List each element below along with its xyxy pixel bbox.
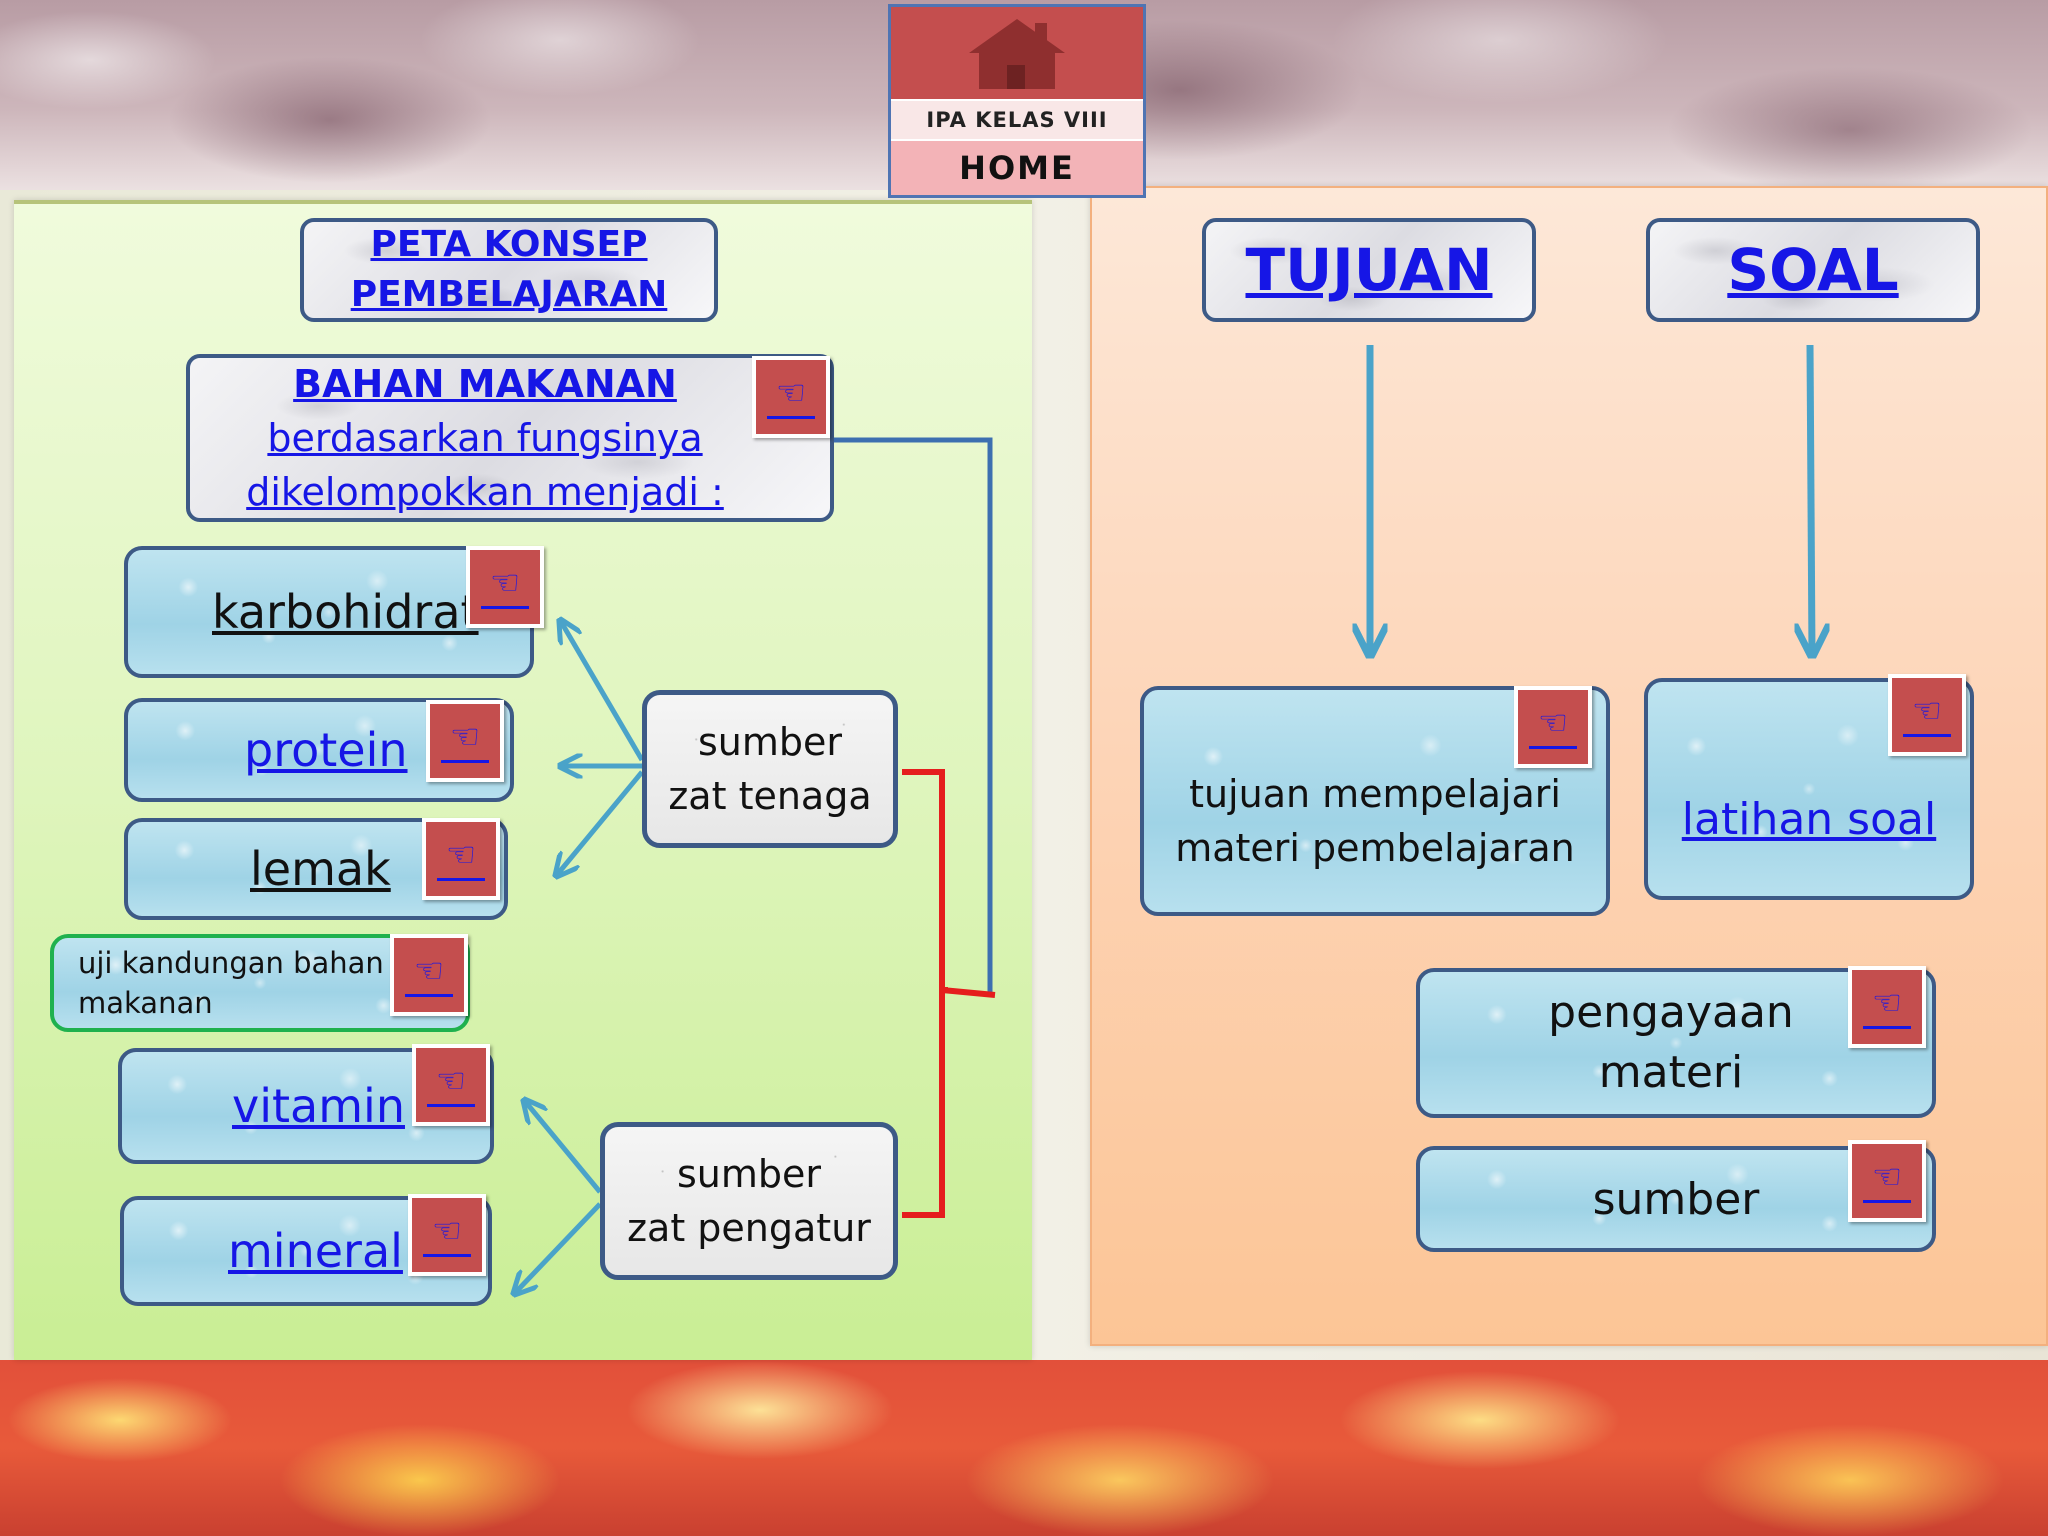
protein-box[interactable]: protein: [124, 698, 514, 802]
pengatur-line1: sumber: [676, 1152, 822, 1196]
arrow-to-karbohidrat: [560, 620, 645, 762]
soal-button[interactable]: SOAL: [1646, 218, 1980, 322]
peta-konsep-line2: PEMBELAJARAN: [350, 274, 668, 315]
bahan-hand-button[interactable]: ☜: [752, 356, 830, 438]
home-subtitle: IPA KELAS VIII: [891, 99, 1143, 141]
pointing-hand-icon: ☜: [413, 950, 445, 991]
pengatur-line2: zat pengatur: [627, 1206, 871, 1250]
arrow-to-mineral: [514, 1202, 602, 1294]
tenaga-line1: sumber: [697, 720, 843, 764]
sumber-label: sumber: [1592, 1173, 1760, 1225]
home-label: HOME: [891, 141, 1143, 195]
home-button[interactable]: IPA KELAS VIII HOME: [888, 4, 1146, 198]
tujuan-box-line2: materi pembelajaran: [1175, 826, 1575, 870]
pengayaan-hand-button[interactable]: ☜: [1848, 966, 1926, 1048]
arrow-to-lemak: [556, 770, 644, 876]
tujuan-mempelajari-box[interactable]: tujuan mempelajari materi pembelajaran: [1140, 686, 1610, 916]
sumber-hand-button[interactable]: ☜: [1848, 1140, 1926, 1222]
latihan-label: latihan soal: [1681, 793, 1937, 845]
pointing-hand-icon: ☜: [1911, 690, 1943, 731]
peta-konsep-button[interactable]: PETA KONSEP PEMBELAJARAN: [300, 218, 718, 322]
vitamin-label: vitamin: [232, 1079, 405, 1133]
sumber-zat-tenaga-box: sumber zat tenaga: [642, 690, 898, 848]
latihan-soal-box[interactable]: latihan soal: [1644, 678, 1974, 900]
pointing-hand-icon: ☜: [1871, 982, 1903, 1023]
pointing-hand-icon: ☜: [449, 716, 481, 757]
sumber-zat-pengatur-box: sumber zat pengatur: [600, 1122, 898, 1280]
bahan-makanan-box[interactable]: BAHAN MAKANAN berdasarkan fungsinya dike…: [186, 354, 834, 522]
red-bracket: [902, 769, 996, 1218]
pengayaan-line1: pengayaan: [1548, 987, 1794, 1038]
karbohidrat-label: karbohidrat: [212, 585, 479, 639]
sumber-box[interactable]: sumber: [1416, 1146, 1936, 1252]
uji-hand-button[interactable]: ☜: [390, 934, 468, 1016]
pointing-hand-icon: ☜: [431, 1210, 463, 1251]
tujuan-hand-button[interactable]: ☜: [1514, 686, 1592, 768]
latihan-hand-button[interactable]: ☜: [1888, 674, 1966, 756]
bottom-flower-background: [0, 1360, 2048, 1536]
pointing-hand-icon: ☜: [1871, 1156, 1903, 1197]
uji-line2: makanan: [78, 986, 213, 1020]
protein-label: protein: [244, 723, 408, 777]
pointing-hand-icon: ☜: [489, 562, 521, 603]
bahan-connector-line: [834, 437, 993, 995]
mineral-label: mineral: [228, 1224, 403, 1278]
pengayaan-materi-box[interactable]: pengayaan materi: [1416, 968, 1936, 1118]
pointing-hand-icon: ☜: [775, 372, 807, 413]
lemak-hand-button[interactable]: ☜: [422, 818, 500, 900]
bahan-line3: dikelompokkan menjadi :: [246, 470, 724, 514]
protein-hand-button[interactable]: ☜: [426, 700, 504, 782]
vitamin-hand-button[interactable]: ☜: [412, 1044, 490, 1126]
home-icon-area: [891, 7, 1143, 99]
tujuan-label: TUJUAN: [1245, 236, 1493, 304]
arrow-soal-down: [1810, 344, 1812, 655]
soal-label: SOAL: [1727, 236, 1899, 304]
bahan-line2: berdasarkan fungsinya: [267, 416, 703, 460]
mineral-hand-button[interactable]: ☜: [408, 1194, 486, 1276]
tujuan-box-line1: tujuan mempelajari: [1189, 772, 1561, 816]
tujuan-button[interactable]: TUJUAN: [1202, 218, 1536, 322]
karbohidrat-hand-button[interactable]: ☜: [466, 546, 544, 628]
arrow-to-vitamin: [524, 1100, 602, 1194]
pointing-hand-icon: ☜: [1537, 702, 1569, 743]
tenaga-line2: zat tenaga: [668, 774, 872, 818]
house-icon: [969, 19, 1065, 89]
pointing-hand-icon: ☜: [435, 1060, 467, 1101]
pengayaan-line2: materi: [1598, 1047, 1744, 1098]
bahan-title: BAHAN MAKANAN: [293, 362, 677, 406]
uji-line1: uji kandungan bahan: [78, 946, 384, 980]
pointing-hand-icon: ☜: [445, 834, 477, 875]
peta-konsep-line1: PETA KONSEP: [370, 224, 648, 265]
lemak-label: lemak: [250, 842, 391, 896]
